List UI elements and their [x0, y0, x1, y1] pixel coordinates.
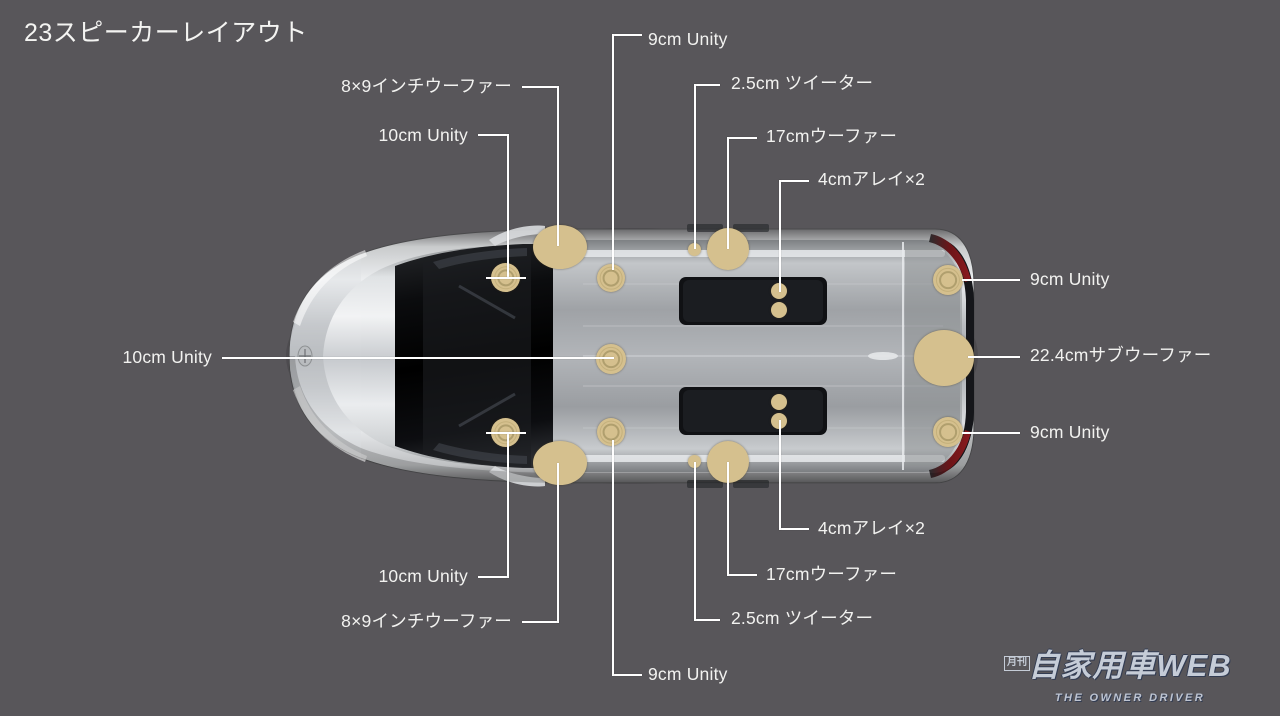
site-watermark: 自家用車WEB 月刊 THE OWNER DRIVER — [998, 648, 1262, 706]
leader-top-10cm-unity-h — [478, 134, 509, 136]
leader-right-9cm-unity-upper — [962, 279, 1020, 281]
leader-top-8x9-woofer-h — [522, 86, 559, 88]
leader-top-17cm-woofer-h — [727, 137, 757, 139]
leader-top-8x9-woofer-v — [557, 86, 559, 246]
leader-bottom-4cm-array-v — [779, 420, 781, 530]
leader-top-25cm-tweeter-h — [694, 84, 720, 86]
leader-top-10cm-unity-v — [507, 134, 509, 278]
leader-top-9cm-unity-v — [612, 34, 614, 270]
label-top-8x9-woofer: 8×9インチウーファー — [341, 76, 512, 96]
label-right-9cm-unity-lower: 9cm Unity — [1030, 422, 1110, 442]
leader-bottom-9cm-unity-v — [612, 440, 614, 676]
page-title: 23スピーカーレイアウト — [24, 19, 308, 47]
speaker-right-9cm-unity[interactable] — [597, 418, 625, 446]
leader-bottom-8x9-woofer-h — [522, 621, 559, 623]
label-bottom-8x9-woofer: 8×9インチウーファー — [341, 611, 512, 631]
leader-bottom-10cm-unity-tick — [486, 432, 526, 434]
leader-top-9cm-unity-h — [614, 34, 642, 36]
speaker-center-10cm-unity[interactable] — [596, 344, 626, 374]
leader-bottom-17cm-woofer-h — [727, 574, 757, 576]
leader-bottom-25cm-tweeter-v — [694, 462, 696, 621]
speaker-front-left-8x9-woofer[interactable] — [533, 225, 587, 269]
speaker-left-4cm-array-b[interactable] — [771, 302, 787, 318]
leader-bottom-10cm-unity-v — [507, 432, 509, 578]
leader-top-4cm-array-h — [779, 180, 809, 182]
leader-right-9cm-unity-lower — [962, 432, 1020, 434]
label-top-9cm-unity: 9cm Unity — [648, 29, 728, 49]
leader-bottom-8x9-woofer-v — [557, 463, 559, 623]
watermark-sub-text: THE OWNER DRIVER — [1054, 692, 1206, 704]
speaker-left-9cm-unity[interactable] — [597, 264, 625, 292]
car-top-view-illustration — [283, 222, 981, 490]
leader-bottom-17cm-woofer-v — [727, 462, 729, 576]
label-top-17cm-woofer: 17cmウーファー — [766, 126, 898, 146]
label-bottom-10cm-unity: 10cm Unity — [378, 566, 468, 586]
label-top-4cm-array: 4cmアレイ×2 — [818, 169, 926, 189]
speaker-left-25cm-tweeter[interactable] — [688, 243, 701, 256]
label-top-25cm-tweeter: 2.5cm ツイーター — [731, 73, 874, 93]
label-bottom-9cm-unity: 9cm Unity — [648, 664, 728, 684]
leader-bottom-25cm-tweeter-h — [694, 619, 720, 621]
speaker-rear-left-9cm-unity[interactable] — [933, 265, 963, 295]
label-bottom-25cm-tweeter: 2.5cm ツイーター — [731, 608, 874, 628]
leader-bottom-10cm-unity-h — [478, 576, 509, 578]
leader-top-25cm-tweeter-v — [694, 84, 696, 249]
label-top-10cm-unity: 10cm Unity — [378, 125, 468, 145]
leader-right-subwoofer — [968, 356, 1020, 358]
label-bottom-4cm-array: 4cmアレイ×2 — [818, 518, 926, 538]
leader-bottom-9cm-unity-h — [614, 674, 642, 676]
speaker-right-25cm-tweeter[interactable] — [688, 455, 701, 468]
watermark-badge: 月刊 — [1004, 656, 1030, 671]
speaker-right-4cm-array-a[interactable] — [771, 394, 787, 410]
label-bottom-17cm-woofer: 17cmウーファー — [766, 564, 898, 584]
leader-top-4cm-array-v — [779, 180, 781, 292]
leader-top-17cm-woofer-v — [727, 137, 729, 249]
watermark-main-text: 自家用車WEB — [1028, 648, 1232, 683]
leader-top-10cm-unity-tick — [486, 277, 526, 279]
speaker-224cm-subwoofer[interactable] — [914, 330, 974, 386]
label-left-10cm-unity: 10cm Unity — [122, 347, 212, 367]
leader-bottom-4cm-array-h — [779, 528, 809, 530]
label-right-9cm-unity-upper: 9cm Unity — [1030, 269, 1110, 289]
speaker-front-right-8x9-woofer[interactable] — [533, 441, 587, 485]
leader-left-10cm-unity — [222, 357, 614, 359]
speaker-rear-right-9cm-unity[interactable] — [933, 417, 963, 447]
label-right-subwoofer: 22.4cmサブウーファー — [1030, 345, 1212, 365]
